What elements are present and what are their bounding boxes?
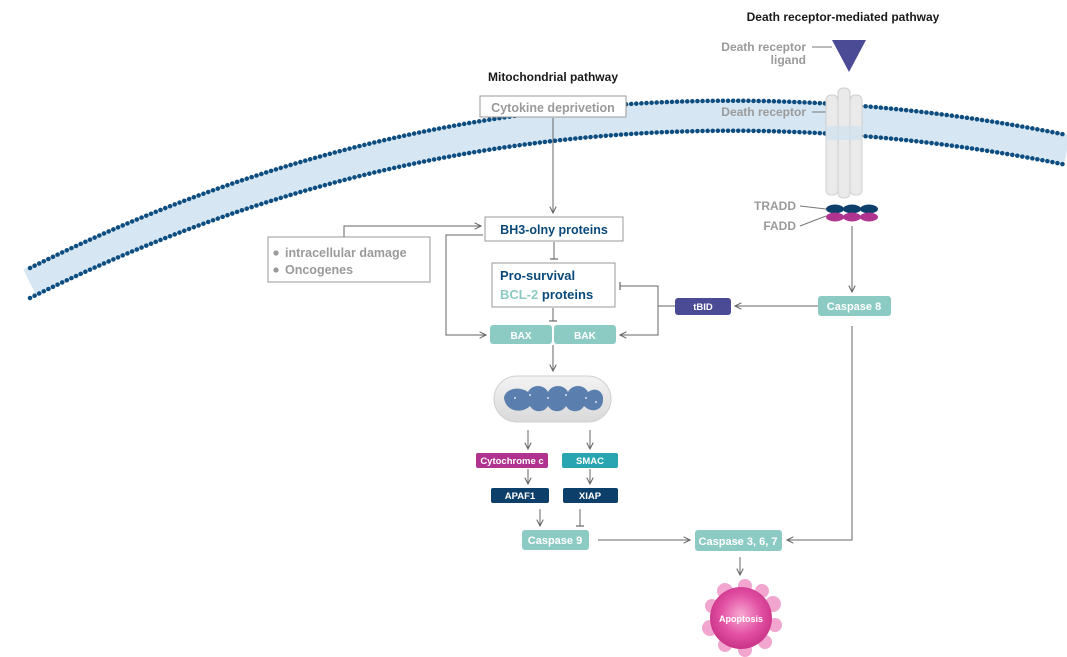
bh3-label: BH3-olny proteins [500, 223, 608, 237]
smac-pill [562, 453, 618, 468]
xiap-label: XIAP [579, 491, 602, 502]
apaf1-pill [491, 488, 549, 503]
death-receptor-icon [825, 87, 863, 199]
bak-pill [554, 325, 616, 344]
apaf1-label: APAF1 [505, 491, 536, 502]
ligand-label-line2: ligand [771, 53, 806, 67]
caspase9-label: Caspase 9 [528, 535, 582, 547]
bax-label: BAX [510, 331, 531, 342]
oncogenes-label: Oncogenes [285, 263, 353, 277]
apoptosis-cell-icon [702, 579, 782, 657]
bax-pill [490, 325, 552, 344]
caspase367-label: Caspase 3, 6, 7 [699, 536, 778, 548]
smac-label: SMAC [576, 456, 604, 467]
caspase9-pill [522, 530, 589, 550]
prosurvival-box [491, 262, 616, 308]
cytokine-label: Cytokine deprivetion [491, 101, 615, 115]
xiap-pill [563, 488, 618, 503]
tbid-pill [675, 298, 731, 315]
damage-bullet-icon [273, 250, 279, 256]
tradd-leader-line [799, 205, 827, 210]
caspase8-pill [818, 296, 891, 316]
prosurvival-label-1: Pro-survival [500, 268, 575, 283]
fadd-complex-icon [826, 212, 878, 222]
oncogenes-bullet-icon [273, 267, 279, 273]
arrow-caspase8-caspase367 [787, 326, 853, 540]
mitochondrion-icon [493, 375, 612, 423]
damage-label: intracellular damage [285, 246, 407, 260]
connectors [343, 118, 853, 575]
bak-label: BAK [574, 331, 596, 342]
ligand-label-line1: Death receptor [721, 40, 806, 54]
inhibit-tbid-prosurvival [619, 282, 675, 307]
arrow-bh3-bax [445, 234, 486, 335]
death-receptor-label: Death receptor [721, 105, 806, 119]
bcl2-label: BCL-2 [500, 287, 538, 302]
death-pathway-title: Death receptor-mediated pathway [747, 10, 940, 24]
cytochrome-pill [476, 453, 548, 468]
caspase8-label: Caspase 8 [827, 301, 881, 313]
proteins-label: proteins [538, 287, 593, 302]
tbid-label: tBID [693, 302, 713, 313]
prosurvival-label-2: BCL-2 proteins [500, 287, 593, 302]
apoptosis-label: Apoptosis [719, 614, 763, 624]
bh3-box [484, 216, 624, 242]
tradd-complex-icon [826, 204, 878, 214]
fadd-label: FADD [763, 219, 796, 233]
fadd-leader-line [799, 215, 827, 227]
mito-pathway-title: Mitochondrial pathway [488, 70, 618, 84]
ligand-triangle-icon [832, 40, 866, 72]
arrow-damage-bh3 [343, 226, 481, 237]
cytochrome-label: Cytochrome c [480, 456, 543, 467]
damage-box [267, 236, 431, 283]
tradd-label: TRADD [754, 199, 796, 213]
arrow-tbid-bak [620, 306, 659, 335]
cytokine-box [479, 95, 627, 118]
caspase367-pill [695, 530, 782, 551]
